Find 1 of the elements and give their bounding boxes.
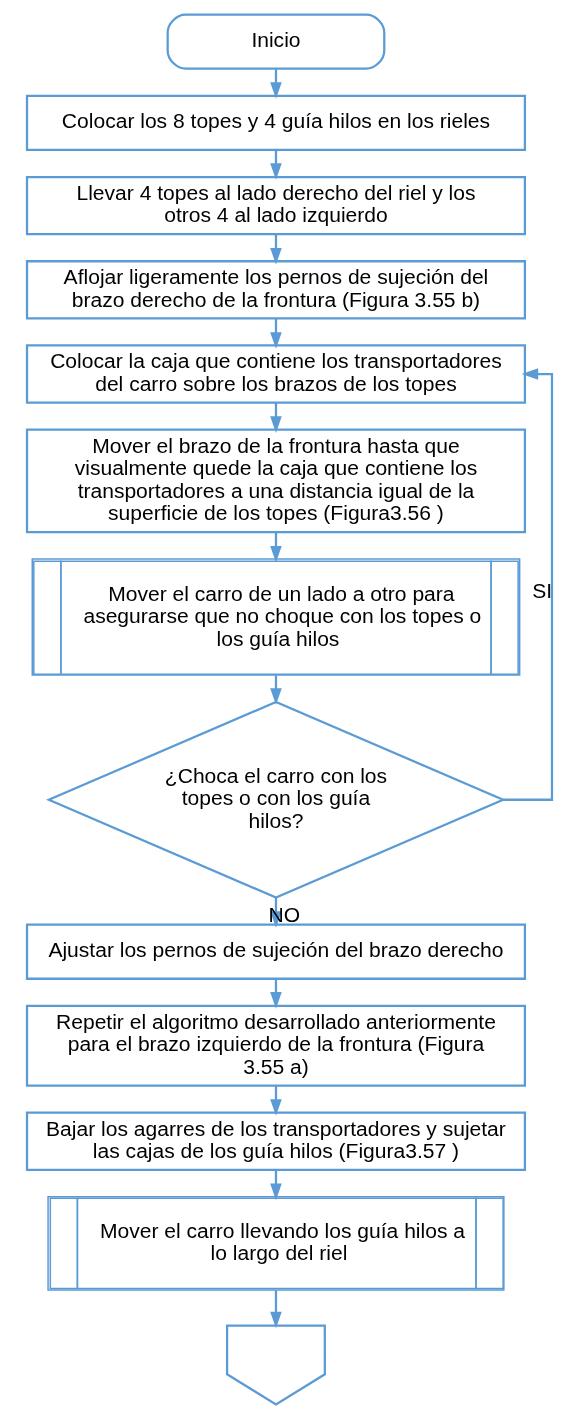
edge-label: SI <box>531 579 552 603</box>
